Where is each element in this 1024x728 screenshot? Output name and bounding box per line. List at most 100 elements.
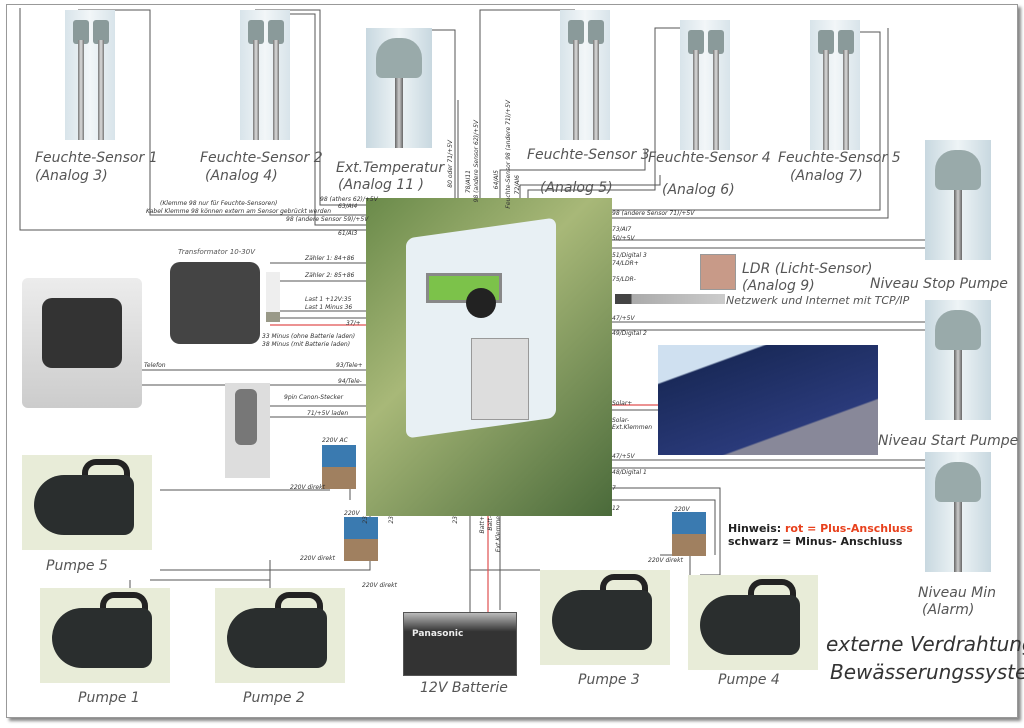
- wire-sensor3: [479, 9, 575, 205]
- term-label: 220V: [674, 506, 690, 513]
- term-label: Batt+: [479, 516, 486, 534]
- wire-sensor1: [78, 9, 370, 216]
- term-label: 73/AI7: [612, 226, 632, 233]
- pump-5-label: Pumpe 5: [46, 558, 108, 574]
- term-label: 23: [362, 516, 369, 524]
- feuchte-sensor-4-image: [680, 20, 730, 150]
- term-label: 220V direkt: [362, 582, 397, 589]
- title-line-2: Bewässerungssystem: [830, 660, 1024, 684]
- term-label: 61/AI3: [338, 230, 358, 237]
- bulb-image: [266, 272, 280, 322]
- battery-image: Panasonic: [403, 612, 517, 676]
- relay-pump1-2: [344, 517, 378, 561]
- term-label: 71/+5V laden: [307, 410, 349, 417]
- transformer-image: [170, 262, 260, 344]
- mobile-phone-image: [225, 383, 270, 478]
- ldr-label: LDR (Licht-Sensor): [742, 261, 873, 277]
- term-label: 98 (andere Sensor 59)/+5V: [286, 216, 369, 223]
- niveau-alarm-label: (Alarm): [922, 602, 975, 618]
- term-label: 220V: [344, 510, 360, 517]
- hint-label: Hinweis:: [728, 522, 782, 535]
- feuchte-sensor-2-image: [240, 10, 290, 140]
- term-label: 51/Digital 3: [612, 252, 647, 259]
- ldr-sensor-image: [700, 254, 736, 290]
- hint-box: Hinweis: rot = Plus-Anschluss schwarz = …: [728, 522, 913, 548]
- term-label: 7: [612, 485, 616, 492]
- hint-red: rot = Plus-Anschluss: [785, 522, 913, 535]
- sensor-1-analog: (Analog 3): [35, 168, 108, 184]
- term-label: Solar+: [612, 400, 633, 407]
- sensor-2-label: Feuchte-Sensor 2: [200, 150, 323, 166]
- term-label: 64/AI5: [493, 170, 500, 190]
- pump-2-label: Pumpe 2: [243, 690, 305, 706]
- solar-panel-image: [658, 345, 878, 455]
- term-label: 72/AI6: [514, 175, 521, 195]
- term-label: 50/+5V: [612, 235, 635, 242]
- term-label: Zähler 1: 84+86: [305, 255, 355, 262]
- term-label: 38 Minus (mit Batterie laden): [262, 341, 351, 348]
- telefon-label: Telefon: [144, 362, 166, 369]
- network-label: Netzwerk und Internet mit TCP/IP: [726, 294, 910, 307]
- battery-label: 12V Batterie: [420, 680, 508, 696]
- keypad: [471, 338, 529, 420]
- term-label: Last 1 +12V:35: [305, 296, 352, 303]
- pump-1-label: Pumpe 1: [78, 690, 140, 706]
- sensor-4-analog: (Analog 6): [662, 182, 735, 198]
- transformer-label: Transformator 10-30V: [178, 248, 255, 256]
- lcd-display: [426, 273, 502, 303]
- term-label: 75/LDR-: [612, 276, 636, 283]
- sensor-1-label: Feuchte-Sensor 1: [35, 150, 158, 166]
- niveau-start-probe: [925, 300, 991, 420]
- term-label: Feuchte-Sensor 98 (andere 71)/+5V: [505, 100, 512, 209]
- term-label: 74/LDR+: [612, 260, 639, 267]
- pump-2-image: [215, 588, 345, 683]
- term-label: 220V direkt: [290, 484, 325, 491]
- term-label: 23: [388, 516, 395, 524]
- niveau-stop-label: Niveau Stop Pumpe: [870, 276, 1008, 292]
- term-label: 9pin Canon-Stecker: [284, 394, 344, 401]
- term-label: 98 (andere Sensor 71)/+5V: [612, 210, 695, 217]
- term-label: 49/Digital 2: [612, 330, 647, 337]
- note-2: Kabel Klemme 98 können extern am Sensor …: [146, 208, 332, 215]
- pump-4-image: [688, 575, 818, 670]
- telephone-image: [22, 278, 142, 408]
- feuchte-sensor-1-image: [65, 10, 115, 140]
- term-label: 12: [612, 505, 620, 512]
- feuchte-sensor-5-image: [810, 20, 860, 150]
- sensor-5-analog: (Analog 7): [790, 168, 863, 184]
- pump-3-image: [540, 570, 670, 665]
- sensor-4-label: Feuchte-Sensor 4: [648, 150, 771, 166]
- term-label: 80 oder 71/+5V: [447, 140, 454, 188]
- term-label: 47/+5V: [612, 453, 635, 460]
- ext-temperature-probe-image: [366, 28, 432, 148]
- term-label: 94/Tele-: [338, 378, 362, 385]
- pump-4-label: Pumpe 4: [718, 672, 780, 688]
- rotary-knob: [466, 288, 496, 318]
- pump-1-image: [40, 588, 170, 683]
- note-1: (Klemme 98 nur für Feuchte-Sensoren): [160, 200, 278, 207]
- feuchte-sensor-3-image: [560, 10, 610, 140]
- term-label: 63/AI4: [338, 203, 358, 210]
- term-label: Ext.Klemme: [495, 516, 502, 553]
- sensor-temp-label: Ext.Temperatur: [336, 160, 445, 176]
- hint-black: schwarz = Minus- Anschluss: [728, 535, 903, 548]
- term-label: 37/+: [346, 320, 361, 327]
- term-label: Batt-: [487, 516, 494, 531]
- pump-5-image: [22, 455, 152, 550]
- term-label: 220V direkt: [648, 557, 683, 564]
- term-label: 23: [452, 516, 459, 524]
- sensor-2-analog: (Analog 4): [205, 168, 278, 184]
- ldr-analog: (Analog 9): [742, 278, 815, 294]
- term-label: 220V direkt: [300, 555, 335, 562]
- term-label: 47/+5V: [612, 315, 635, 322]
- relay-pump3-4: [672, 512, 706, 556]
- wire-sensor5: [610, 31, 881, 211]
- term-label: Ext.Klemmen: [612, 424, 653, 431]
- controller-photo: [366, 198, 612, 516]
- term-label: Solar-: [612, 417, 630, 424]
- term-label: Zähler 2: 85+86: [305, 272, 355, 279]
- term-label: 33 Minus (ohne Batterie laden): [262, 333, 356, 340]
- term-label: 220V AC: [322, 437, 348, 444]
- sensor-3-label: Feuchte-Sensor 3: [527, 147, 650, 163]
